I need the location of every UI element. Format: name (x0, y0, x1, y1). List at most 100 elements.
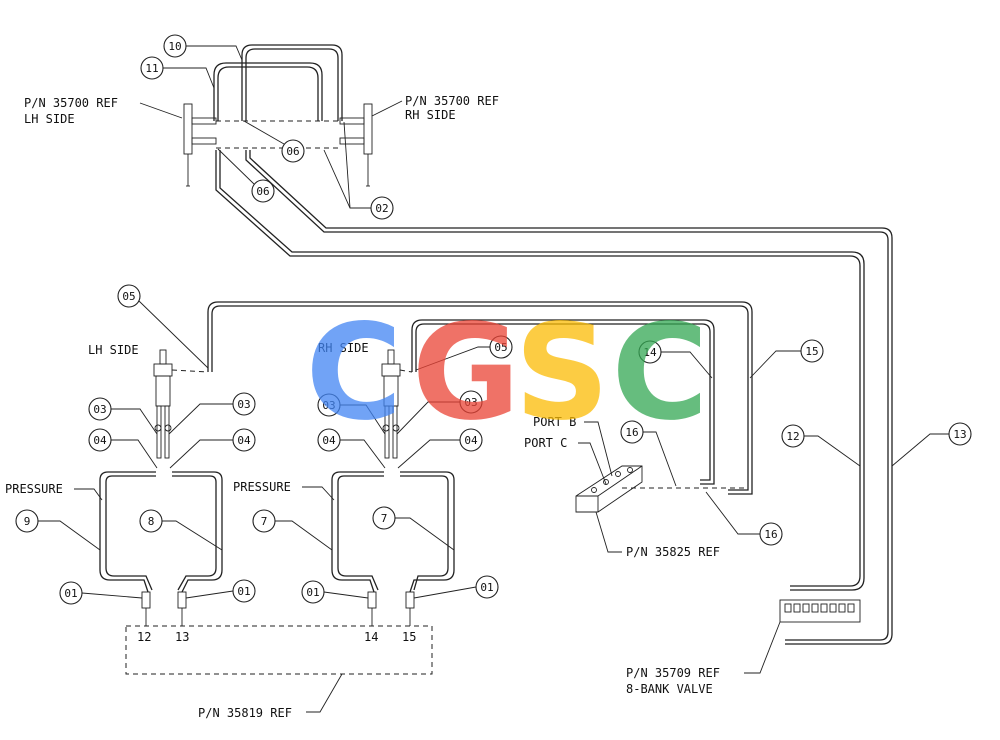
svg-text:01: 01 (64, 587, 77, 600)
balloon-8: 8 (139, 509, 223, 551)
balloon-7-b: 7 (372, 506, 455, 551)
svg-text:16: 16 (764, 528, 777, 541)
pn-35825-label: P/N 35825 REF (626, 545, 720, 559)
watermark-letter-c1: C (306, 296, 403, 450)
balloon-13: 13 (891, 422, 972, 467)
pressure-left-label: PRESSURE (5, 482, 63, 496)
balloon-06-lower: 06 (217, 148, 275, 203)
balloon-15: 15 (749, 339, 824, 379)
balloon-04-b: 04 (169, 428, 256, 469)
balloon-06-upper: 06 (243, 120, 305, 163)
svg-text:16: 16 (625, 426, 638, 439)
mid-rh-cylinder (381, 349, 413, 459)
balloon-16-lower: 16 (705, 491, 783, 546)
balloon-01-c: 01 (301, 580, 369, 604)
bank-valve-label: 8-BANK VALVE (626, 682, 713, 696)
balloon-03-b: 03 (168, 392, 256, 435)
svg-text:10: 10 (168, 40, 181, 53)
balloon-12: 12 (781, 424, 861, 467)
svg-text:8: 8 (148, 515, 155, 528)
svg-text:04: 04 (464, 434, 478, 447)
svg-text:04: 04 (93, 434, 107, 447)
top-rh-cylinder (339, 103, 373, 187)
svg-text:01: 01 (306, 586, 319, 599)
balloon-14: 14 (638, 340, 713, 379)
svg-text:01: 01 (237, 585, 250, 598)
svg-text:14: 14 (643, 346, 657, 359)
pn-35709-label: P/N 35709 REF (626, 666, 720, 680)
balloon-04-d: 04 (397, 428, 483, 469)
balloon-01-a: 01 (59, 581, 143, 605)
port-13-label: 13 (175, 630, 189, 644)
balloon-10: 10 (163, 34, 243, 61)
fitting-12 (141, 591, 151, 609)
port-c-label: PORT C (524, 436, 567, 450)
balloon-16-upper: 16 (620, 420, 677, 487)
svg-text:06: 06 (286, 145, 299, 158)
watermark-letter-c2: C (612, 296, 709, 450)
hose-14 (411, 319, 715, 485)
hose-13 (245, 150, 889, 641)
svg-text:06: 06 (256, 185, 269, 198)
top-rh-ref-label: P/N 35700 REF (405, 94, 499, 108)
svg-text:03: 03 (464, 396, 477, 409)
port-15-label: 15 (402, 630, 416, 644)
svg-text:01: 01 (480, 581, 493, 594)
svg-text:7: 7 (261, 515, 268, 528)
balloon-05-right: 05 (415, 335, 513, 371)
valve-35819-box (125, 625, 433, 675)
watermark-letter-s: S (514, 296, 609, 450)
hose-11 (213, 62, 323, 121)
top-lh-cylinder (183, 103, 217, 187)
hose-15 (207, 301, 753, 495)
balloon-9: 9 (15, 509, 101, 551)
hose-8 (172, 471, 223, 593)
svg-text:11: 11 (145, 62, 158, 75)
svg-text:9: 9 (24, 515, 31, 528)
balloon-03-d: 03 (396, 390, 483, 435)
port-14-label: 14 (364, 630, 378, 644)
top-rh-side-label: RH SIDE (405, 108, 456, 122)
lh-side-label: LH SIDE (88, 343, 139, 357)
svg-text:05: 05 (122, 290, 135, 303)
svg-text:12: 12 (786, 430, 799, 443)
top-lh-side-label: LH SIDE (24, 112, 75, 126)
svg-text:15: 15 (805, 345, 818, 358)
balloon-11: 11 (140, 56, 215, 89)
svg-text:05: 05 (494, 341, 507, 354)
svg-text:02: 02 (375, 202, 388, 215)
rh-side-label: RH SIDE (318, 341, 369, 355)
port-12-label: 12 (137, 630, 151, 644)
hose-9 (99, 471, 156, 593)
pn-35819-label: P/N 35819 REF (198, 706, 292, 720)
svg-text:04: 04 (237, 434, 251, 447)
balloon-04-a: 04 (88, 428, 158, 469)
balloon-01-d: 01 (413, 575, 499, 599)
cgsc-watermark: C G S C (306, 296, 709, 450)
fitting-14 (367, 591, 377, 609)
balloon-03-c: 03 (317, 393, 386, 435)
fitting-13 (177, 591, 187, 609)
balloon-04-c: 04 (317, 428, 386, 469)
svg-text:7: 7 (381, 512, 388, 525)
svg-text:13: 13 (953, 428, 966, 441)
block-35825 (575, 465, 643, 513)
bank-valve-8 (779, 599, 861, 623)
pressure-right-label: PRESSURE (233, 480, 291, 494)
hose-10 (241, 44, 343, 121)
svg-text:03: 03 (322, 399, 335, 412)
mid-lh-cylinder (153, 349, 209, 459)
top-lh-ref-label: P/N 35700 REF (24, 96, 118, 110)
balloon-03-a: 03 (88, 397, 158, 435)
balloon-01-b: 01 (185, 579, 256, 603)
svg-text:03: 03 (237, 398, 250, 411)
hose-7b (400, 471, 455, 593)
balloon-02: 02 (323, 121, 394, 220)
balloon-7-a: 7 (252, 509, 333, 551)
balloon-05-left: 05 (117, 284, 209, 369)
fitting-15 (405, 591, 415, 609)
svg-text:03: 03 (93, 403, 106, 416)
hose-7a (331, 471, 384, 593)
port-b-label: PORT B (533, 415, 576, 429)
